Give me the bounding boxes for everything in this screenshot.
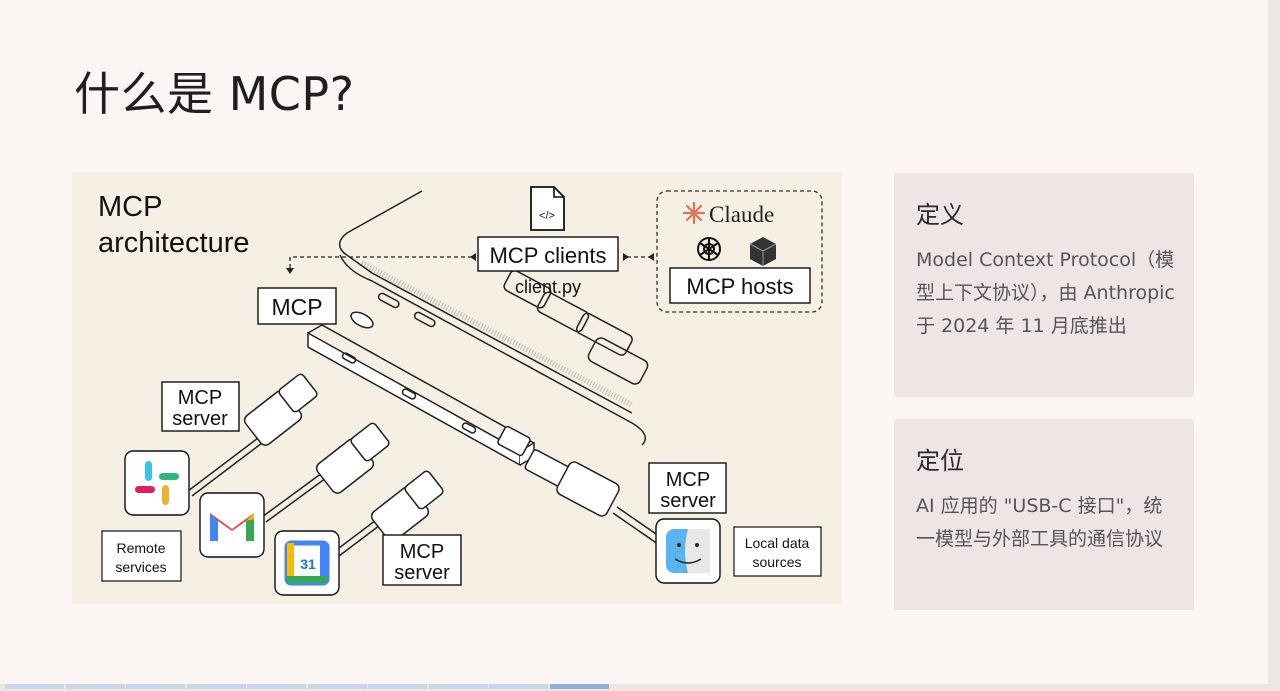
mcp-server-3-line2: server [394, 562, 450, 584]
definition-body: Model Context Protocol（模型上下文协议），由 Anthro… [916, 249, 1175, 337]
arrow-head-down [286, 268, 294, 274]
definition-card: 定义 Model Context Protocol（模型上下文协议），由 Ant… [894, 173, 1194, 397]
gmail-icon [199, 492, 265, 558]
progress-segment[interactable] [368, 684, 427, 689]
claude-wordmark: Claude [709, 202, 774, 227]
svg-text:</>: </> [539, 210, 555, 222]
mcp-hosts-box [669, 267, 811, 304]
claude-logo: Claude [682, 201, 774, 227]
mcp-hub-box [257, 287, 337, 325]
mcp-server-2-line1: MCP [666, 469, 710, 491]
mcp-hosts-label: MCP hosts [686, 274, 793, 299]
cube-icon [749, 237, 777, 266]
right-edge-strip [1268, 0, 1280, 691]
hosts-group [656, 190, 823, 313]
arrow-head-left-2 [648, 253, 654, 261]
positioning-title: 定位 [916, 447, 964, 475]
local-data-sources-box [733, 526, 822, 577]
progress-segment[interactable] [247, 684, 306, 689]
mcp-server-box-3 [382, 534, 462, 586]
mcp-hub-label: MCP [271, 294, 322, 320]
local-label-line2: sources [752, 554, 801, 570]
progress-segment[interactable] [489, 684, 548, 689]
progress-segment[interactable] [428, 684, 488, 689]
mcp-server-box-2 [648, 462, 727, 514]
progress-segment[interactable] [549, 684, 609, 689]
progress-segment[interactable] [65, 684, 125, 689]
remote-label-line2: services [115, 559, 166, 575]
laptop-illustration [338, 190, 649, 446]
slide-progress-bar [0, 684, 1280, 691]
google-calendar-icon: 31 [274, 530, 340, 596]
diagram-heading-line2: architecture [98, 227, 250, 259]
client-file-label: client.py [515, 277, 581, 297]
positioning-body: AI 应用的 "USB-C 接口"，统一模型与外部工具的通信协议 [916, 495, 1164, 550]
dashed-connectors [289, 256, 650, 271]
mcp-clients-box [477, 236, 619, 272]
svg-text:31: 31 [300, 556, 316, 572]
mcp-architecture-diagram: MCP architecture </> [72, 173, 842, 604]
openai-icon [697, 237, 721, 261]
positioning-card: 定位 AI 应用的 "USB-C 接口"，统一模型与外部工具的通信协议 [894, 419, 1194, 610]
code-file-icon: </> [530, 186, 565, 231]
mcp-clients-label: MCP clients [490, 243, 607, 268]
usb-hub-illustration [307, 311, 535, 467]
diagram-svg: MCP architecture </> [98, 186, 823, 596]
mcp-server-3-line1: MCP [400, 541, 444, 563]
mcp-server-1-line2: server [172, 408, 228, 430]
mcp-server-2-line2: server [660, 490, 716, 512]
slack-icon [124, 450, 190, 516]
remote-label-line1: Remote [116, 540, 165, 556]
definition-title: 定义 [916, 201, 964, 229]
progress-segment[interactable] [307, 684, 367, 689]
arrow-head-left [470, 253, 476, 261]
progress-segment[interactable] [5, 684, 64, 689]
arrow-head-right [623, 253, 629, 261]
remote-services-box [101, 530, 182, 582]
mcp-server-box-1 [161, 381, 240, 432]
mcp-server-1-line1: MCP [178, 387, 222, 409]
diagram-heading-line1: MCP [98, 191, 162, 223]
finder-icon [655, 518, 721, 584]
progress-segment[interactable] [186, 684, 246, 689]
progress-segment[interactable] [126, 684, 185, 689]
page-title: 什么是 MCP? [74, 67, 355, 121]
usb-cables [187, 373, 673, 557]
local-label-line1: Local data [745, 535, 810, 551]
